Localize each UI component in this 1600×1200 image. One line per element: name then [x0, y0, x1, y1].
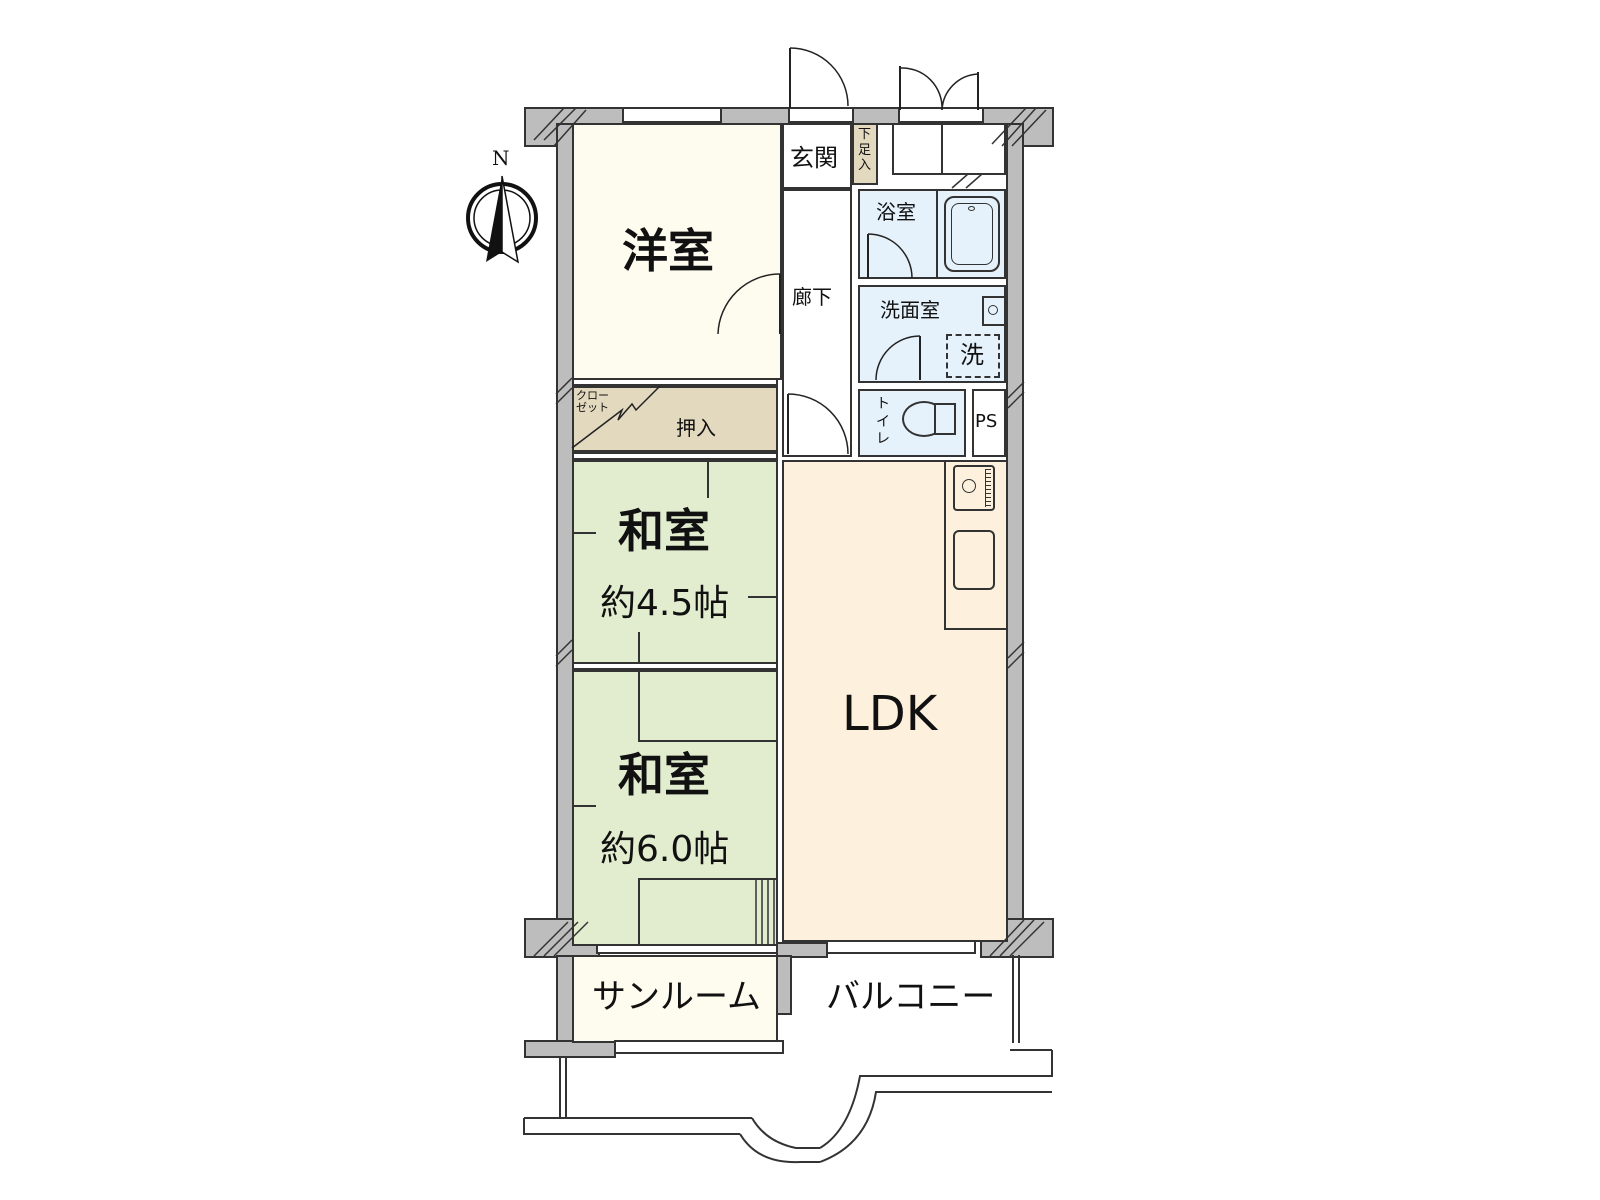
closet-label-line2: ゼット [576, 401, 609, 415]
tatami-line [638, 878, 640, 946]
tatami-line [748, 596, 778, 598]
room-ps-label: PS [975, 411, 998, 432]
window-top-western [622, 107, 722, 123]
storage-cabinet [892, 123, 1006, 175]
balcony-partition [1018, 955, 1020, 1043]
room-western [572, 123, 782, 380]
sink-icon[interactable] [982, 296, 1006, 326]
washer-space [946, 334, 1000, 378]
bath-door[interactable] [866, 232, 916, 282]
closet-sliding-bottom [572, 452, 778, 460]
balcony-railing [523, 1049, 1053, 1164]
fusuma-between-japanese [572, 662, 778, 670]
room-oshiire [572, 386, 778, 452]
room-sunroom [572, 955, 778, 1043]
room-japanese-4-5 [572, 460, 778, 664]
room-japanese-4-5-size: 約4.5帖 [600, 583, 730, 624]
closet-divider-line [571, 383, 663, 449]
window-entrance-door-frame [788, 107, 854, 123]
kitchen-sink-icon [953, 530, 995, 590]
compass-north-label: N [492, 146, 510, 170]
western-room-door[interactable] [716, 272, 786, 342]
room-hallway [782, 189, 852, 457]
room-japanese-6-0-size: 約6.0帖 [600, 829, 730, 870]
ldk-balcony-window [826, 940, 976, 954]
shoji-window [755, 878, 775, 946]
room-japanese-4-5-label: 和室 [618, 504, 710, 558]
storage-double-door[interactable] [898, 64, 988, 114]
window-top-storage [898, 107, 984, 123]
room-japanese-6-0 [572, 670, 778, 946]
tatami-line [638, 670, 640, 742]
balcony-partition [1012, 955, 1014, 1043]
tatami-line [707, 460, 709, 498]
room-ldk-label: LDK [842, 686, 938, 742]
shoe-cabinet-label: 下足入 [858, 127, 872, 174]
washroom-door[interactable] [874, 334, 924, 384]
tatami-line [638, 878, 778, 880]
closet-label-line1: クロー [576, 389, 609, 402]
bathtub-icon [944, 196, 1000, 272]
room-oshiire-label: 押入 [676, 416, 716, 440]
tatami-line [572, 805, 596, 807]
room-washroom-label: 洗面室 [880, 298, 940, 322]
room-entrance-label: 玄関 [790, 144, 838, 172]
bath-divider [936, 189, 938, 279]
hallway-ldk-door[interactable] [786, 392, 856, 462]
sunroom-window [614, 1040, 784, 1054]
stove-icon [953, 465, 995, 511]
tatami-line [572, 532, 596, 534]
wall-hatching [533, 107, 1047, 957]
shoe-cabinet [852, 123, 878, 185]
closet-sliding-top [572, 378, 778, 386]
room-hallway-label: 廊下 [792, 285, 832, 309]
tatami-line [638, 740, 778, 742]
room-bath-label: 浴室 [876, 200, 916, 224]
room-balcony-label: バルコニー [826, 977, 996, 1017]
compass-icon [466, 175, 538, 264]
room-sunroom-label: サンルーム [592, 977, 761, 1017]
storage-divider [941, 123, 943, 175]
room-ps [972, 389, 1006, 457]
entrance-door[interactable] [788, 46, 858, 110]
japanese-sunroom-partition [596, 944, 778, 954]
toilet-tank-icon [934, 403, 956, 435]
room-entrance [782, 123, 852, 189]
washer-label: 洗 [960, 341, 984, 369]
room-japanese-6-0-label: 和室 [618, 748, 710, 802]
closet-label: クロー ゼット [576, 389, 609, 415]
room-toilet-label: トイレ [876, 396, 890, 447]
room-western-label: 洋室 [622, 224, 714, 278]
